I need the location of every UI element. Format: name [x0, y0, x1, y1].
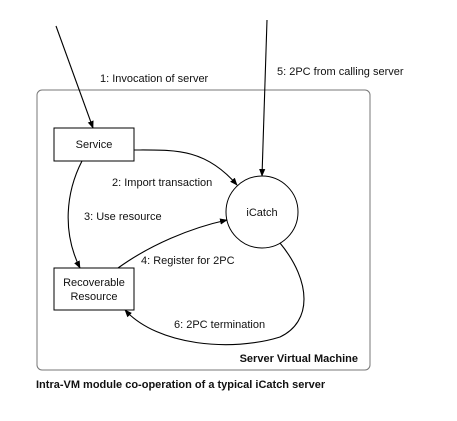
edge-6-termination — [124, 242, 305, 346]
server-vm-label: Server Virtual Machine — [240, 353, 358, 365]
service-label: Service — [76, 139, 113, 151]
icatch-label: iCatch — [246, 207, 277, 219]
edge-5-from-calling — [259, 19, 268, 177]
edge-1-label: 1: Invocation of server — [100, 73, 209, 85]
recoverable-label-line1: Recoverable — [63, 277, 125, 289]
caption: Intra-VM module co-operation of a typica… — [36, 379, 326, 391]
recoverable-label-line2: Resource — [70, 291, 117, 303]
edge-2-import — [133, 149, 238, 186]
server-vm-container — [36, 89, 371, 371]
edge-1-invocation — [55, 25, 94, 129]
edge-4-label: 4: Register for 2PC — [141, 255, 235, 267]
service-node — [53, 127, 135, 162]
edge-4-register — [117, 218, 228, 269]
edge-5-label: 5: 2PC from calling server — [277, 66, 404, 78]
edge-3-label: 3: Use resource — [84, 211, 162, 223]
edge-3-use — [67, 160, 83, 269]
edge-6-label: 6: 2PC termination — [174, 319, 265, 331]
edge-2-label: 2: Import transaction — [112, 177, 212, 189]
recoverable-resource-node — [53, 267, 135, 311]
